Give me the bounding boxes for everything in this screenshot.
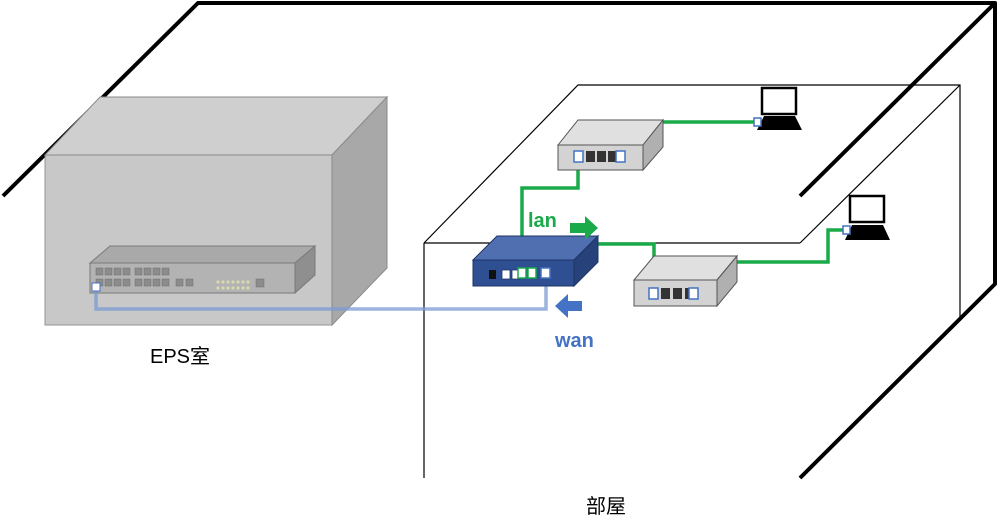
eps-room-box [43,95,389,327]
wan-label: wan [555,330,594,352]
wan-cable [91,278,548,311]
router-icon [471,234,600,288]
laptop-icon [842,194,890,240]
room-label: 部屋 [586,496,626,518]
arrow-right-icon [570,216,598,240]
hub-icon [556,118,665,172]
laptop-icon [753,86,802,130]
building-box [1,1,997,480]
arrow-left-icon [555,294,582,318]
eps-room-label: EPS室 [150,346,211,368]
hub-icon [632,254,739,308]
core-switch-icon [88,244,317,295]
lan-label: lan [528,210,557,232]
